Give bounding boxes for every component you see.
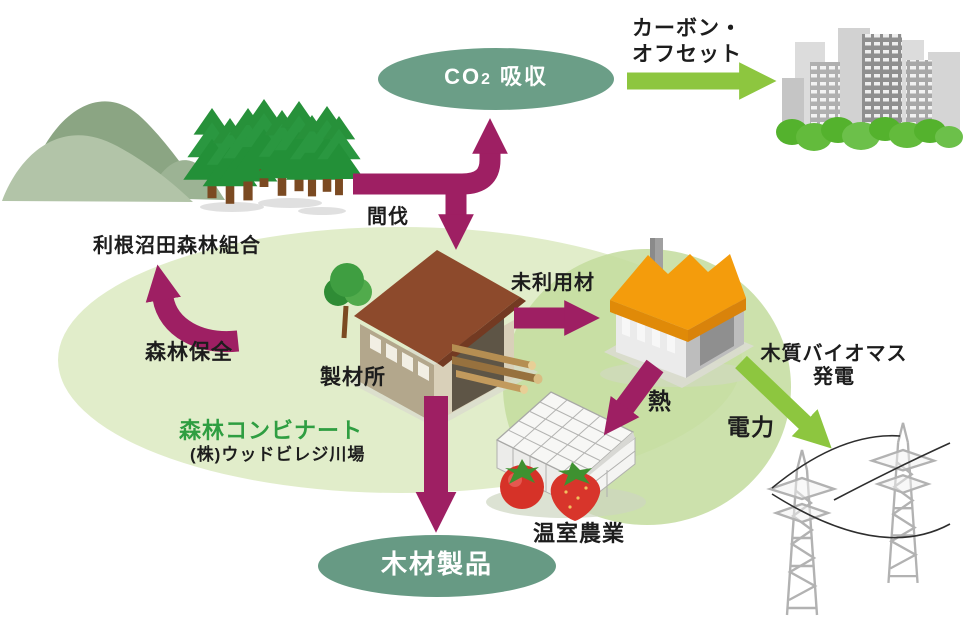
greenhouse-farming-label: 温室農業 [533,521,626,546]
transmission-towers-icon [768,421,951,617]
unused-wood-label: 未利用材 [511,272,595,294]
deciduous-tree-icon [324,263,372,339]
carbon-offset-label-line2: オフセット [632,43,742,66]
strawberry-icon [550,462,601,521]
wood-products-label: 木材製品 [380,549,493,579]
thinning-branch-arrow [353,118,508,250]
city-icon [776,28,963,151]
forest-conservation-arrow [145,264,240,353]
carbon-offset-label-line1: カーボン・ [632,17,742,40]
biomass-power-label-line2: 発電 [813,366,855,388]
mountains-icon [2,101,225,202]
biomass-plant-icon [600,238,754,388]
electricity-label: 電力 [727,414,775,440]
sawmill-label: 製材所 [320,366,386,389]
forest-combinat-label: 森林コンビナート [179,418,364,443]
forest-conservation-label: 森林保全 [145,341,233,364]
greenhouse-icon [486,391,646,521]
thinning-label: 間伐 [367,206,409,228]
biomass-power-label-line1: 木質バイオマス [760,343,908,365]
wood-products-node [318,535,556,597]
sawmill-icon [324,250,543,428]
heat-arrow [603,359,664,436]
co2-absorption-node [378,48,614,110]
heat-label: 熱 [648,388,672,414]
electricity-arrow [735,355,832,449]
conifer-forest-icon [183,99,365,215]
forest-association-label: 利根沼田森林組合 [93,235,261,257]
tomato-icon [500,459,544,509]
wood-village-company-label: (株)ウッドビレジ川場 [190,445,366,464]
